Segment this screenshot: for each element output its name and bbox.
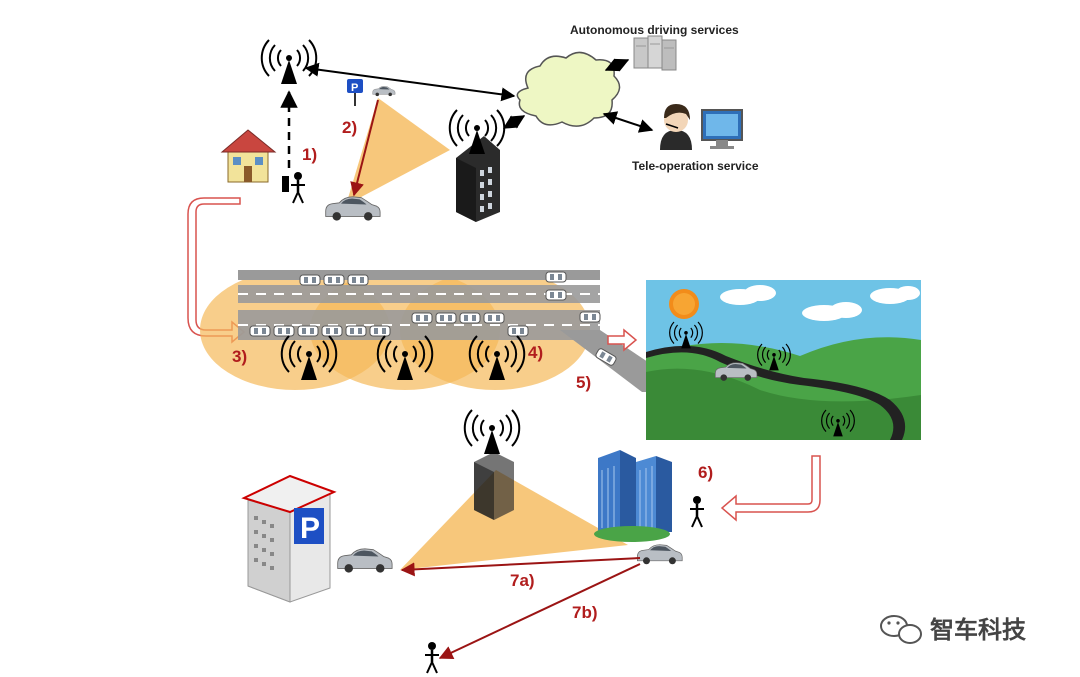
wechat-icon: [880, 615, 922, 644]
autonomous-services-label: Autonomous driving services: [570, 23, 739, 37]
phone-and-person: [282, 170, 307, 205]
link-cloud-teleop: [602, 111, 654, 133]
link-antenna-cloud: [304, 62, 516, 102]
step-1-label: 1): [302, 145, 317, 164]
cloud-icon: [516, 51, 621, 127]
step-7b-label: 7b): [572, 603, 598, 622]
antenna-top-left: [262, 40, 316, 84]
arrow-7b: [438, 563, 641, 659]
person-icon: [289, 170, 307, 205]
arrow-7a: [400, 557, 641, 577]
car-icon: [337, 548, 393, 574]
parked-car-icon: [372, 86, 396, 97]
sun-icon: [669, 289, 699, 319]
svg-text:P: P: [300, 512, 320, 545]
operator-icon: [660, 104, 692, 150]
person-icon: [688, 494, 706, 529]
svg-text:P: P: [351, 82, 358, 94]
antenna-icon: [262, 40, 316, 84]
house-icon: [220, 129, 277, 183]
parking-sign-icon: P: [347, 79, 363, 106]
coverage-cone-bottom: [400, 470, 628, 570]
watermark-text: 智车科技: [930, 616, 1027, 644]
flow-arrow-3: [720, 455, 821, 522]
step-4-label: 4): [528, 343, 543, 362]
parking-garage-icon: P: [241, 474, 337, 603]
link-cloud-servers: [604, 58, 630, 72]
step-3-label: 3): [232, 347, 247, 366]
office-building-icon: [594, 450, 672, 542]
step-5-label: 5): [576, 373, 591, 392]
step-7a-label: 7a): [510, 571, 535, 590]
flow-arrow-2: [607, 328, 638, 352]
teleop-service-label: Tele-operation service: [632, 159, 759, 173]
coverage-cone-top: [346, 98, 450, 205]
phone-icon: [282, 176, 289, 192]
rural-scene: [646, 280, 921, 440]
link-tower-cloud: [502, 115, 526, 129]
car-icon: [325, 196, 381, 222]
person-icon: [423, 640, 441, 675]
step-2-label: 2): [342, 118, 357, 137]
step-6-label: 6): [698, 463, 713, 482]
car-icon: [637, 544, 683, 565]
monitor-icon: [701, 109, 743, 149]
tower-building-icon: [450, 110, 504, 222]
server-icon: [633, 35, 677, 71]
tower-building-icon: [465, 410, 519, 520]
summon-arrow: [350, 99, 379, 197]
antenna-icon: [465, 410, 519, 454]
